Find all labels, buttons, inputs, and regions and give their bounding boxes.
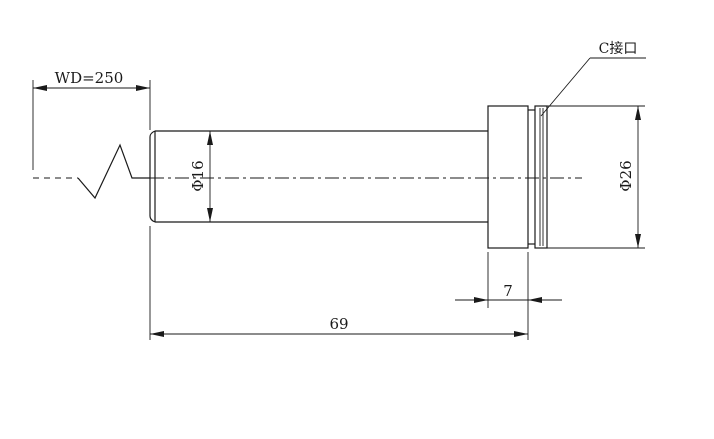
flange-width-label: 7 [503, 282, 513, 300]
wd-label: WD=250 [55, 69, 124, 87]
overall-length-dimension: 69 [149, 226, 528, 340]
wd-arrow-right [136, 85, 150, 91]
mount-label: C接口 [599, 40, 638, 57]
mount-leader-line [540, 57, 591, 117]
flange-diameter-arrow-top [635, 106, 641, 120]
mount-callout: C接口 [540, 40, 646, 117]
flange-diameter-arrow-bottom [635, 234, 641, 248]
length-arrow-right [514, 331, 528, 337]
tube-front-chamfer [149, 130, 156, 223]
break-zigzag [77, 143, 150, 200]
flange-width-arrow-left [474, 297, 488, 303]
length-label: 69 [329, 315, 348, 333]
tube-diameter-dimension: Φ16 [189, 131, 213, 222]
break-symbol [33, 143, 150, 200]
length-arrow-left [150, 331, 164, 337]
flange-width-dimension: 7 [455, 252, 562, 340]
lens-flange [487, 105, 548, 249]
tube-diameter-label: Φ16 [189, 160, 207, 191]
flange-diameter-dimension: Φ26 [547, 105, 645, 249]
wd-arrow-left [33, 85, 47, 91]
lens-tube [149, 130, 488, 223]
c-mount-thread [534, 105, 548, 249]
working-distance-dimension: WD=250 [32, 69, 151, 170]
tube-diameter-arrow-bottom [207, 208, 213, 222]
flange-body [487, 105, 529, 249]
tube-diameter-arrow-top [207, 131, 213, 145]
flange-width-arrow-right [528, 297, 542, 303]
flange-diameter-label: Φ26 [617, 160, 635, 191]
